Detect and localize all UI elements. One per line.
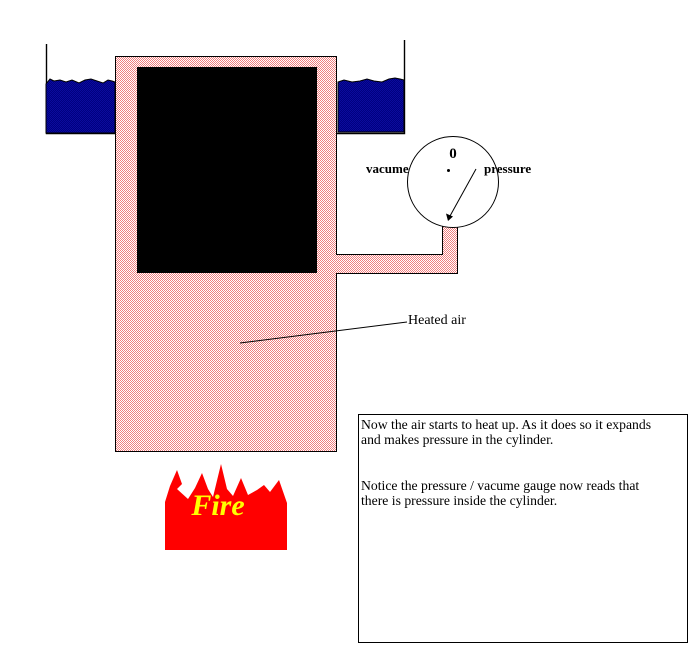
gauge-pivot-dot <box>447 169 450 172</box>
textbox-line: Now the air starts to heat up. As it doe… <box>361 417 652 432</box>
fire-label: Fire <box>191 489 245 522</box>
heated-air-leader-line <box>239 321 408 344</box>
gauge-pressure-label: pressure <box>484 161 532 176</box>
fire-flame <box>165 464 287 550</box>
textbox-line: and makes pressure in the cylinder. <box>361 432 554 448</box>
piston <box>137 67 317 273</box>
right-tank-water <box>337 77 405 133</box>
gauge-pipe-border-bottom <box>337 226 458 274</box>
gauge-zero-label: 0 <box>449 146 457 162</box>
textbox-line: there is pressure inside the cylinder. <box>361 493 558 509</box>
gauge-needle-arrowhead <box>446 213 453 221</box>
gauge-pipe <box>335 225 457 273</box>
gauge-vacuum-label: vacume <box>366 161 409 176</box>
textbox-line <box>361 448 687 463</box>
left-tank-water <box>45 78 116 134</box>
gauge-pipe-border-top <box>337 226 443 255</box>
heated-air-label: Heated air <box>408 313 466 328</box>
explanation-textbox: Now the air starts to heat up. As it doe… <box>358 414 688 643</box>
gauge-dial <box>407 136 499 228</box>
right-tank-wall <box>337 40 406 135</box>
textbox-line <box>361 463 687 478</box>
textbox-line: Notice the pressure / vacume gauge now r… <box>361 478 640 494</box>
gauge-needle <box>449 168 477 217</box>
